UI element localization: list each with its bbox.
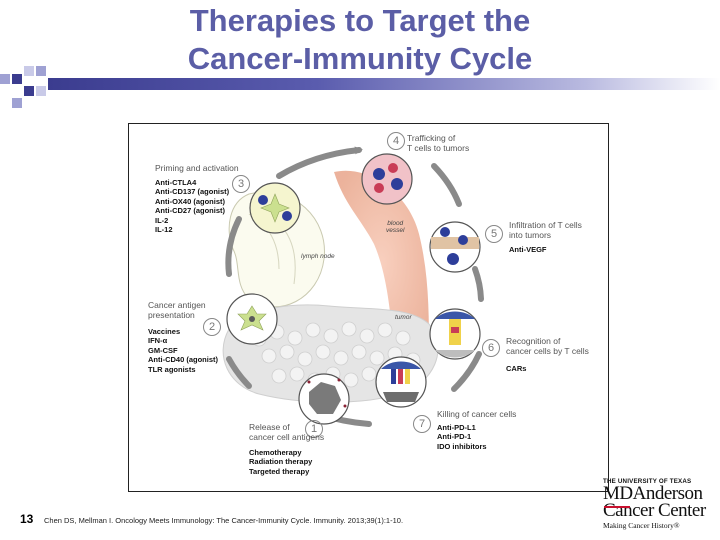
step-4-node [361,153,413,205]
title-underline-bar [48,78,720,90]
step-number-2: 2 [203,318,221,336]
step-3-agents: Anti-CTLA4 Anti-CD137 (agonist) Anti-OX4… [155,178,229,234]
decor-square [0,74,10,84]
step-2-label: Cancer antigen presentation [148,300,206,320]
agent-item: Anti-CD40 (agonist) [148,355,218,365]
step-2-agents: Vaccines IFN-α GM-CSF Anti-CD40 (agonist… [148,327,218,374]
agent-item: IL-12 [155,225,173,235]
cycle-illustration [222,146,484,427]
slide-title: Therapies to Target the Cancer-Immunity … [0,2,720,78]
decor-square [12,98,22,108]
blood-vessel-shape [334,170,429,356]
step-number-6: 6 [482,339,500,357]
md-anderson-logo: THE UNIVERSITY OF TEXAS MDAnderson Cance… [603,478,717,530]
slide-title-line-2: Cancer-Immunity Cycle [187,41,533,76]
step-1-node [298,373,350,425]
step-7-agents: Anti-PD-L1 Anti-PD-1 IDO inhibitors [437,423,487,451]
agent-item: GM-CSF [148,345,178,355]
agent-item: Chemotherapy [249,448,302,457]
step-6-node [429,308,481,360]
step-number-4: 4 [387,132,405,150]
agent-item: Anti-OX40 (agonist) [155,196,226,206]
cancer-immunity-cycle-figure: 4 5 6 7 1 2 3 Trafficking of T cells to … [128,123,609,492]
step-4-label: Trafficking of T cells to tumors [407,133,470,153]
agent-item: IL-2 [155,215,169,225]
agent-item: Radiation therapy [249,457,313,467]
decor-square [36,66,46,76]
step-5-node [429,221,481,273]
logo-red-strike [604,506,630,508]
blood-vessel-annotation: blood vessel [386,220,405,234]
decor-square [36,86,46,96]
step-number-3: 3 [232,175,250,193]
agent-item: Anti-PD-L1 [437,423,476,432]
decor-square [24,66,34,76]
tumor-annotation: tumor [395,314,412,321]
logo-md-anderson: MDAnderson [603,483,703,504]
step-5-label: Infiltration of T cells into tumors [509,220,582,240]
logo-tagline: Making Cancer History® [603,521,680,530]
step-1-agents: Chemotherapy Radiation therapy Targeted … [249,448,312,476]
step-6-label: Recognition of cancer cells by T cells [506,336,589,356]
step-6-agents: CARs [506,364,526,373]
agent-item: CARs [506,364,527,373]
step-7-node [375,356,427,408]
agent-item: TLR agonists [148,364,196,374]
decor-square [12,74,22,84]
agent-item: Anti-CTLA4 [155,178,197,187]
citation: Chen DS, Mellman I. Oncology Meets Immun… [44,516,404,525]
decor-square [24,86,34,96]
slide-title-line-1: Therapies to Target the [189,3,531,38]
agent-item: IFN-α [148,336,168,346]
step-7-label: Killing of cancer cells [437,409,517,419]
step-1-label: Release of cancer cell antigens [249,422,325,442]
step-2-node [226,293,278,345]
step-number-1: 1 [305,420,323,438]
step-5-agents: Anti-VEGF [509,245,547,254]
agent-item: Vaccines [148,327,181,336]
logo-university-line: THE UNIVERSITY OF TEXAS [603,478,692,485]
lymph-node-annotation: lymph node [301,253,335,260]
agent-item: IDO inhibitors [437,441,487,451]
slide-number: 13 [20,512,34,526]
logo-cancer-center: Cancer Center [603,500,706,521]
agent-item: Anti-CD27 (agonist) [155,206,225,216]
agent-item: Anti-PD-1 [437,432,472,442]
step-3-label: Priming and activation [155,163,239,173]
cycle-arrows [225,146,484,427]
agent-item: Targeted therapy [249,466,310,476]
step-number-5: 5 [485,225,503,243]
agent-item: Anti-CD137 (agonist) [155,187,230,197]
step-number-7: 7 [413,415,431,433]
agent-item: Anti-VEGF [509,245,547,254]
step-3-node [249,182,301,234]
